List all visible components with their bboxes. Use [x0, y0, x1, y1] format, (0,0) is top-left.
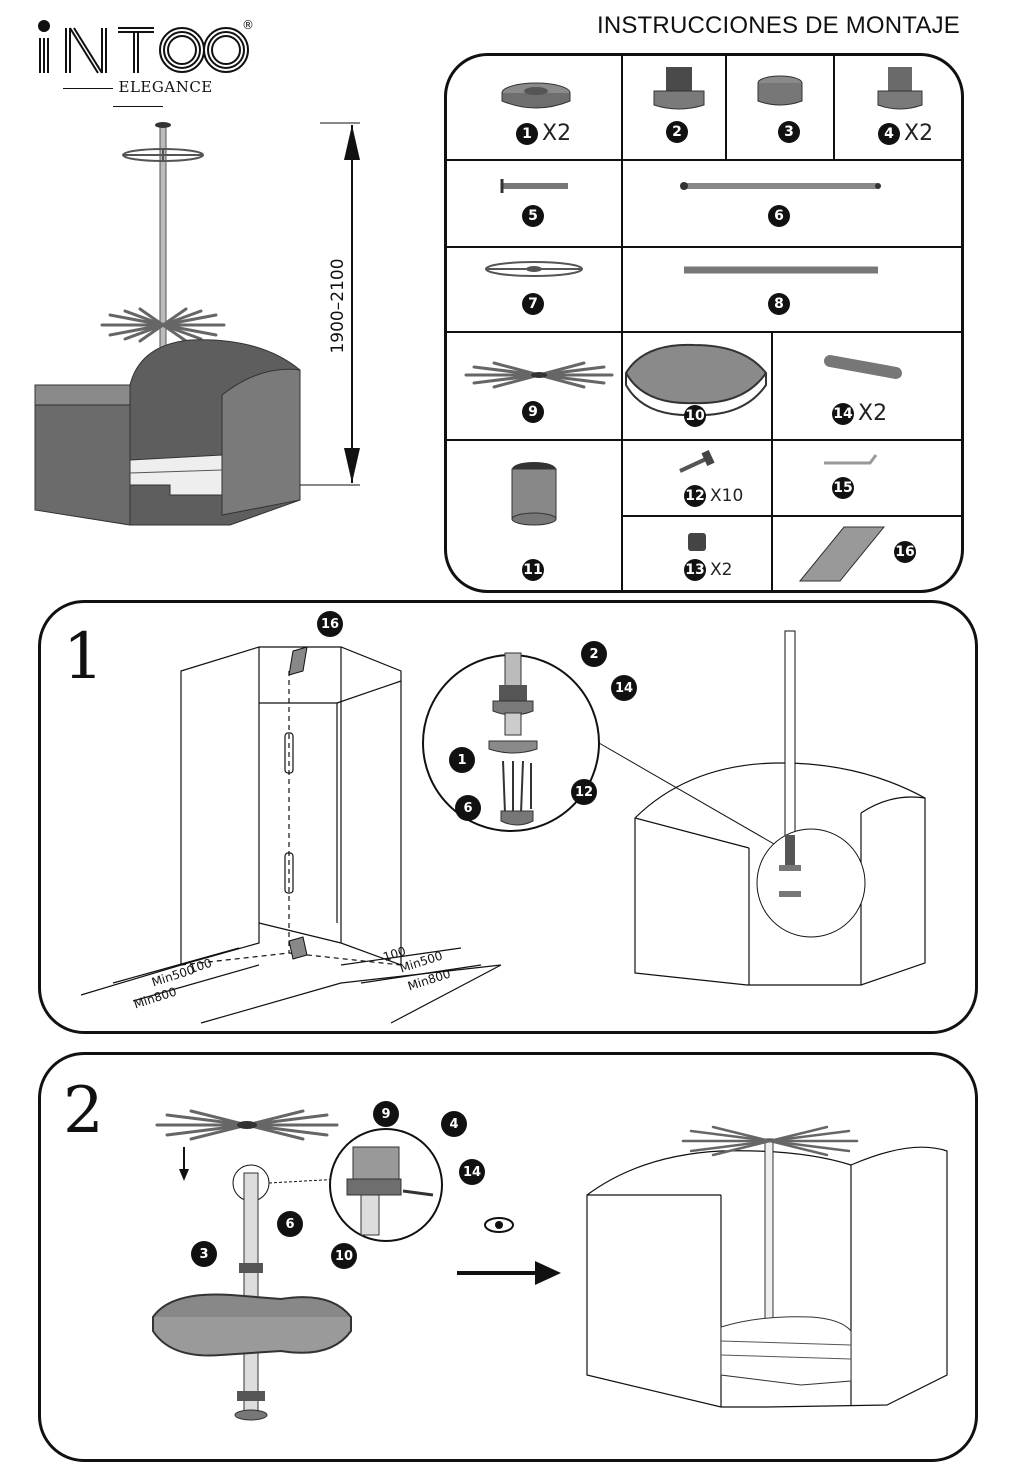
part-number-badge: 10: [684, 405, 706, 427]
parts-table: 1 X2 2 3 4 X2 5 6 7 8 9 10 14 X2 11 12 X…: [444, 53, 964, 593]
overall-height-label: 1900–2100: [318, 240, 358, 380]
page-title: INSTRUCCIONES DE MONTAJE: [596, 12, 960, 39]
height-range-text: 1900–2100: [328, 258, 348, 354]
part-qty: X2: [904, 121, 934, 146]
part-8-label: 8: [768, 293, 790, 315]
step2-callout-10: 10: [331, 1243, 357, 1269]
intoo-logo-mark: [38, 20, 249, 74]
part-2-label: 2: [666, 121, 688, 143]
step-1-number: 1: [63, 620, 104, 694]
part-qty: X10: [710, 486, 744, 506]
part-5-label: 5: [522, 205, 544, 227]
step-2-number: 2: [63, 1074, 104, 1148]
part-number-badge: 7: [522, 293, 544, 315]
part-number-badge: 9: [522, 401, 544, 423]
part-number-badge: 3: [778, 121, 800, 143]
part-number-badge: 2: [666, 121, 688, 143]
part-qty: X2: [542, 121, 572, 146]
part-number-badge: 5: [522, 205, 544, 227]
part-qty: X2: [858, 401, 888, 426]
part-9-label: 9: [522, 401, 544, 423]
step1-callout-12: 12: [571, 779, 597, 805]
part-7-label: 7: [522, 293, 544, 315]
step1-callout-1: 1: [449, 747, 475, 773]
brand-logo: ®: [36, 18, 256, 100]
brand-sub-text: ELEGANCE: [118, 78, 213, 96]
registered-mark: ®: [242, 18, 254, 32]
part-number-badge: 4: [878, 122, 900, 145]
step1-callout-2: 2: [581, 641, 607, 667]
part-number-badge: 14: [832, 402, 854, 425]
part-13-label: 13 X2: [684, 559, 732, 581]
step-2-illustration: [151, 1109, 948, 1421]
part-4-label: 4 X2: [878, 121, 933, 146]
step2-callout-3: 3: [191, 1241, 217, 1267]
part-number-badge: 8: [768, 293, 790, 315]
step1-callout-14: 14: [611, 675, 637, 701]
part-number-badge: 6: [768, 205, 790, 227]
overview-illustration: [34, 122, 360, 526]
part-12-label: 12 X10: [684, 485, 743, 507]
part-15-label: 15: [832, 477, 854, 499]
part-number-badge: 1: [516, 122, 538, 145]
step1-callout-6: 6: [455, 795, 481, 821]
step-1-panel: 1: [38, 600, 978, 1034]
step2-callout-4: 4: [441, 1111, 467, 1137]
step2-callout-14: 14: [459, 1159, 485, 1185]
part-14-label: 14 X2: [832, 401, 887, 426]
step2-callout-9: 9: [373, 1101, 399, 1127]
brand-subtitle: ELEGANCE: [38, 78, 238, 114]
part-6-label: 6: [768, 205, 790, 227]
part-1-label: 1 X2: [516, 121, 571, 146]
parts-table-grid: [444, 53, 964, 593]
part-11-label: 11: [522, 559, 544, 581]
part-16-label: 16: [894, 541, 916, 563]
part-10-label: 10: [684, 405, 706, 427]
part-number-badge: 16: [894, 541, 916, 563]
part-number-badge: 15: [832, 477, 854, 499]
step1-callout-16: 16: [317, 611, 343, 637]
part-number-badge: 12: [684, 485, 706, 507]
step-1-illustration: [80, 630, 926, 1024]
step2-callout-6: 6: [277, 1211, 303, 1237]
part-number-badge: 13: [684, 559, 706, 581]
part-3-label: 3: [778, 121, 800, 143]
part-qty: X2: [710, 560, 733, 580]
step-2-panel: 2: [38, 1052, 978, 1462]
part-number-badge: 11: [522, 559, 544, 581]
